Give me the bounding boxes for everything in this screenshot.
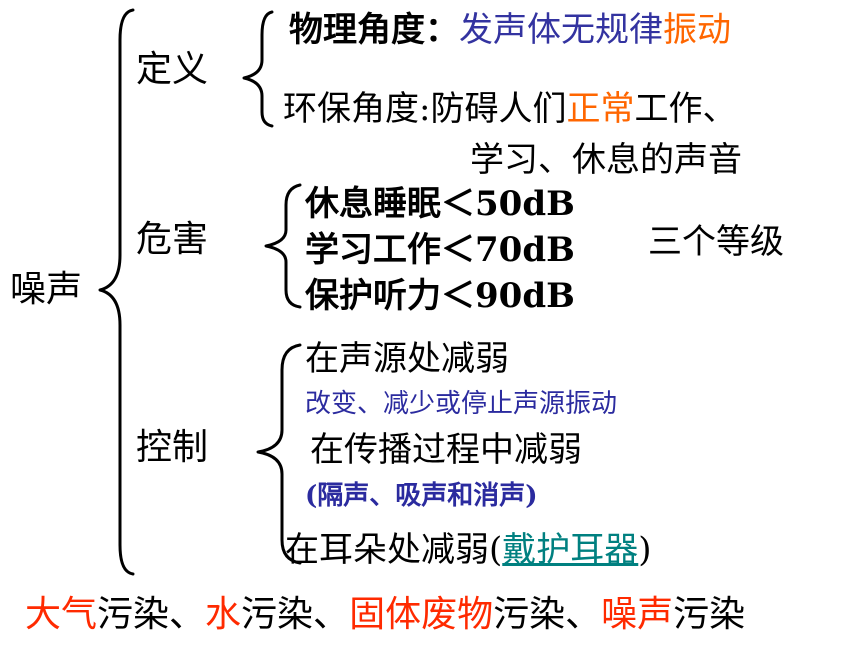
harm-level-2: 学习工作＜70dB [305,230,575,270]
control-propagation-note: (隔声、吸声和消声) [305,481,538,511]
harm-level-3: 保护听力＜90dB [305,276,575,316]
env-orange: 正常 [566,89,635,129]
footer-water: 水 [205,594,242,635]
control-ear: 在耳朵处减弱(戴护耳器) [285,533,652,567]
footer-air: 大气 [25,594,98,635]
definition-environment-line2: 学习、休息的声音 [470,140,742,180]
main-brace [98,8,135,576]
control-source-note: 改变、减少或停止声源振动 [305,389,618,419]
control-propagation: 在传播过程中减弱 [310,430,582,470]
definition-environment: 环保角度:防碍人们正常工作、 [283,92,736,126]
env-suffix: 工作、 [634,89,737,129]
physics-prefix: 物理角度： [289,10,459,50]
footer-p4: 污染 [673,594,746,635]
ear-suffix: ) [638,530,652,570]
footer-noise: 噪声 [601,594,674,635]
footer-pollution-line: 大气污染、水污染、固体废物污染、噪声污染 [25,597,745,633]
definition-physics: 物理角度：发声体无规律振动 [289,13,731,47]
harm-grade-note: 三个等级 [648,222,784,262]
footer-p1: 污染、 [97,594,206,635]
control-brace [256,343,302,565]
physics-blue: 发声体无规律 [459,10,663,50]
ear-protector-link[interactable]: 戴护耳器 [502,530,639,570]
env-prefix: 环保角度:防碍人们 [283,89,567,129]
control-source: 在声源处减弱 [305,339,509,379]
control-label: 控制 [136,427,209,468]
footer-p2: 污染、 [241,594,350,635]
harm-level-1: 休息睡眠＜50dB [305,184,575,224]
harm-brace [264,183,302,309]
definition-label: 定义 [136,49,209,90]
definition-brace [242,10,274,128]
ear-prefix: 在耳朵处减弱( [285,530,503,570]
root-label: 噪声 [10,269,83,310]
footer-solid: 固体废物 [349,594,494,635]
physics-orange: 振动 [663,10,731,50]
footer-p3: 污染、 [493,594,602,635]
harm-label: 危害 [136,219,209,260]
